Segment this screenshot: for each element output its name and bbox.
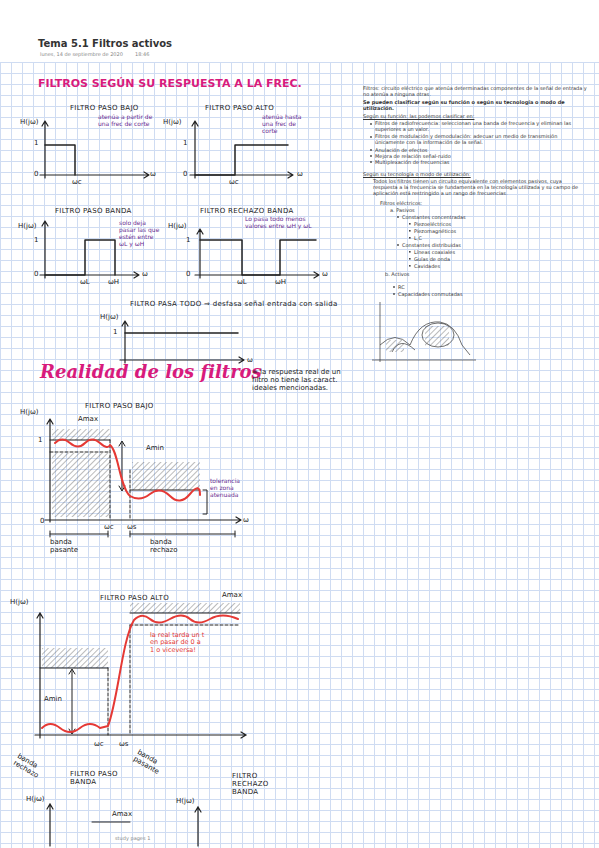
axis-value: 0 xyxy=(34,170,38,178)
axis-value: ωc xyxy=(94,740,104,748)
axis-value: ωH xyxy=(275,278,286,286)
axis-value: 1 xyxy=(34,236,38,244)
section-heading: Según su función: las podemos clasificar… xyxy=(363,114,474,120)
list-item: Constantes distribuidas xyxy=(402,243,461,249)
axis-label: ω xyxy=(142,270,148,278)
axis-value: 0 xyxy=(183,170,187,178)
plot-title: FILTRO PASO ALTO xyxy=(205,104,274,112)
axis-value: ωs xyxy=(119,740,129,748)
axis-label: H(jω) xyxy=(168,222,187,230)
annotation: Lo pasa todo menos valores entre ωH y ωL xyxy=(245,216,320,230)
list-heading: Filtros eléctricos: xyxy=(380,201,422,207)
section-heading: Según su tecnología o modo de utilizació… xyxy=(363,172,471,178)
page-footer: study pages 1 xyxy=(115,836,150,842)
list-item: L,C xyxy=(414,236,422,242)
tolerance-label: Amax xyxy=(112,810,132,818)
axis-value: 1 xyxy=(34,139,38,147)
band-label: banda pasante xyxy=(50,538,90,554)
plot-title: FILTRO PASO BAJO xyxy=(70,104,139,112)
annotation: atenúa hasta una frec de corte xyxy=(262,114,312,135)
axis-label: H(jω) xyxy=(26,795,45,803)
axis-label: H(jω) xyxy=(163,118,182,126)
annotation: atenúa a partir de una frec de corte xyxy=(98,114,156,128)
bullet-item: Mejora de relación señal-ruido xyxy=(375,154,451,160)
band-label: banda rechazo xyxy=(150,538,190,554)
axis-value: 0 xyxy=(186,270,190,278)
plot-title: FILTRO PASO BANDA xyxy=(70,770,125,786)
list-item: Líneas coaxiales xyxy=(414,250,455,256)
tolerance-label: Amax xyxy=(222,591,242,599)
axis-label: H(jω) xyxy=(20,408,39,416)
axis-value: ωL xyxy=(80,278,90,286)
axis-value: 0 xyxy=(40,517,44,525)
axis-value: 1 xyxy=(183,139,187,147)
axis-label: ω xyxy=(322,270,328,278)
axis-value: 1 xyxy=(113,328,117,336)
axis-label: ω xyxy=(150,170,156,178)
axis-label: H(jω) xyxy=(20,118,39,126)
axis-label: ω xyxy=(297,170,303,178)
list-item: Capacidades conmutadas xyxy=(398,292,463,298)
axis-value: 1 xyxy=(38,436,42,444)
annotation: la real tarda un t en pasar de 0 a 1 o v… xyxy=(150,632,205,654)
bullet-item: Multiplexación de frecuencias xyxy=(375,160,449,166)
axis-value: ωs xyxy=(127,523,137,531)
plot-title: FILTRO PASO BAJO xyxy=(85,402,154,410)
axis-value: ωc xyxy=(229,178,239,186)
section-heading: FILTROS SEGÚN SU RESPUESTA A LA FREC. xyxy=(38,78,302,91)
axis-label: ω xyxy=(243,516,249,524)
note-text: Filtros: circuito eléctrico que atenúa d… xyxy=(363,86,588,98)
list-item: b. Activos xyxy=(385,272,409,278)
axis-value: 1 xyxy=(186,236,190,244)
plot-title: FILTRO PASA TODO ⇒ desfasa señal entrada… xyxy=(130,300,345,308)
axis-value: 0 xyxy=(34,270,38,278)
tolerance-label: Amax xyxy=(78,415,98,423)
bullet-item: Anulación de efectos xyxy=(375,148,427,154)
axis-value: ωL xyxy=(237,278,247,286)
list-item: Constantes concentradas xyxy=(402,215,466,221)
note-text: Todos los filtros tienen un circuito equ… xyxy=(373,179,588,196)
plot-title: FILTRO RECHAZO BANDA xyxy=(200,207,294,215)
bullet-item: Filtros de modulación y demodulación: ad… xyxy=(375,134,585,146)
axis-label: H(jω) xyxy=(18,222,37,230)
plot-title: FILTRO RECHAZO BANDA xyxy=(232,772,292,796)
annotation: tolerancia en zona atenuada xyxy=(210,478,248,499)
page-title: Tema 5.1 Filtros activos xyxy=(38,38,172,50)
list-item: Piezoeléctricos xyxy=(414,222,451,228)
tolerance-label: Amin xyxy=(146,444,164,452)
note-text: = la respuesta real de un filtro no tien… xyxy=(252,368,357,392)
section-heading: Realidad de los filtros xyxy=(40,362,262,383)
tolerance-label: Amin xyxy=(44,695,62,703)
axis-label: H(jω) xyxy=(10,598,29,606)
plot-title: FILTRO PASO BANDA xyxy=(55,207,132,215)
list-item: a. Pasivos xyxy=(390,208,415,214)
list-item: RC xyxy=(398,285,405,291)
list-item: Guías de onda xyxy=(414,257,450,263)
note-text: Se pueden clasificar según su función o … xyxy=(363,100,593,112)
axis-value: ωH xyxy=(108,278,119,286)
annotation: solo deja pasar las que estén entre ωL y… xyxy=(119,220,161,248)
axis-value: ωc xyxy=(104,523,114,531)
plot-title: FILTRO PASO ALTO xyxy=(100,594,169,602)
time-stamp: 18:46 xyxy=(135,52,149,58)
list-item: Piezomagnéticos xyxy=(414,229,456,235)
list-item: Cavidades xyxy=(414,264,440,270)
axis-label: H(jω) xyxy=(100,313,119,321)
axis-value: ωc xyxy=(72,178,82,186)
date-stamp: lunes, 14 de septiembre de 2020 xyxy=(40,52,123,58)
axis-label: H(jω) xyxy=(176,797,195,805)
bullet-item: Filtros de radiofrecuencia: seleccionan … xyxy=(375,121,585,133)
